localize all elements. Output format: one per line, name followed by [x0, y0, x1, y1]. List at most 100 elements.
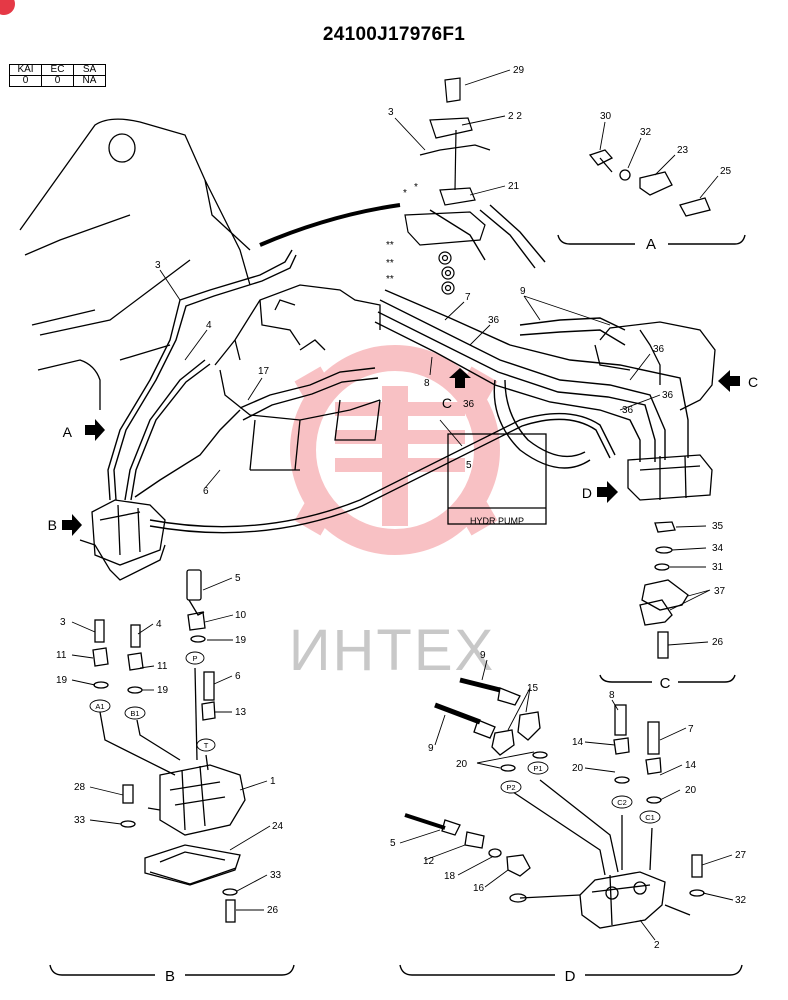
callout-double-star-3: **: [386, 274, 394, 285]
callout-16: 16: [473, 883, 485, 894]
rev-value-sa: NA: [73, 75, 106, 87]
callout-33-a: 33: [74, 815, 86, 826]
reference-arrows: [62, 368, 740, 536]
callout-36-b: 36: [653, 344, 665, 355]
callout-5-d: 5: [390, 838, 396, 849]
callout-24: 24: [272, 821, 284, 832]
callout-27: 27: [735, 850, 747, 861]
view-c-label: C: [660, 675, 671, 692]
callout-29: 29: [513, 65, 525, 76]
callout-3-main: 3: [155, 260, 161, 271]
callout-23: 23: [677, 145, 689, 156]
callout-37: 37: [714, 586, 726, 597]
drawing-number: 24100J17976F1: [322, 24, 466, 45]
callout-35: 35: [712, 521, 724, 532]
rev-value-ec: 0: [41, 75, 74, 87]
part-number-callouts: 29 2 2 3 21 30 32 23 25 3 4 17 7 36 9 36…: [56, 65, 747, 951]
callout-double-star-1: **: [386, 240, 394, 251]
view-brackets: [49, 234, 746, 976]
callout-6-b: 6: [235, 671, 241, 682]
port-b1-label: B1: [130, 709, 139, 718]
arrow-b-icon: [62, 514, 82, 536]
watermark-text: ИНТЕХ: [289, 618, 495, 683]
view-b-parts: [92, 569, 246, 923]
port-a1-label: A1: [95, 702, 104, 711]
callout-31: 31: [712, 562, 724, 573]
port-t-label: T: [204, 741, 209, 750]
ref-c2-label: C: [442, 395, 452, 411]
arrow-d-icon: [597, 481, 618, 503]
callout-3-b: 3: [60, 617, 66, 628]
arrow-c2-icon: [449, 368, 471, 388]
callout-17: 17: [258, 366, 270, 377]
callout-3-top: 3: [388, 107, 394, 118]
callout-32-d: 32: [735, 895, 747, 906]
callout-12: 12: [423, 856, 435, 867]
callout-25: 25: [720, 166, 732, 177]
callout-13: 13: [235, 707, 247, 718]
callout-36-d: 36: [622, 405, 634, 416]
clamp-assembly-main: [404, 77, 491, 295]
main-assembly: [19, 118, 716, 581]
callout-19-b3: 19: [157, 685, 169, 696]
callout-double-star-2: **: [386, 258, 394, 269]
callout-10: 10: [235, 610, 247, 621]
view-a-parts: [588, 149, 711, 217]
callout-33-b: 33: [270, 870, 282, 881]
callout-11-a: 11: [56, 650, 67, 661]
hose-lines: [107, 204, 689, 534]
callout-36-a: 36: [488, 315, 500, 326]
port-c2-label: C2: [617, 798, 627, 807]
callout-19-b2: 19: [56, 675, 68, 686]
callout-7-main: 7: [465, 292, 471, 303]
callout-36-c: 36: [662, 390, 674, 401]
port-ovals: [89, 651, 661, 824]
callout-2: 2: [654, 940, 660, 951]
callout-star-2: *: [414, 182, 418, 193]
callout-34: 34: [712, 543, 724, 554]
arrow-c-icon: [718, 370, 740, 392]
callout-4-b: 4: [156, 619, 162, 630]
callout-1: 1: [270, 776, 276, 787]
callout-14-a: 14: [572, 737, 584, 748]
callout-8-d: 8: [609, 690, 615, 701]
callout-7-d: 7: [688, 724, 694, 735]
callout-14-b: 14: [685, 760, 697, 771]
view-d-parts: [404, 677, 705, 929]
ref-a-label: A: [63, 424, 73, 440]
view-a-label: A: [646, 236, 656, 253]
callout-19-b1: 19: [235, 635, 247, 646]
hydr-pump-label: HYDR PUMP: [470, 516, 524, 526]
callout-9-d2: 9: [428, 743, 434, 754]
callout-star-1: *: [403, 188, 407, 199]
callout-21: 21: [508, 181, 520, 192]
callout-20-a: 20: [456, 759, 468, 770]
arrow-a-icon: [85, 419, 105, 441]
callout-30: 30: [600, 111, 612, 122]
callout-36-e: 36: [463, 399, 475, 410]
corner-marker-icon: [0, 0, 15, 15]
callout-15: 15: [527, 683, 539, 694]
callout-22: 2 2: [508, 111, 522, 122]
callout-5-b: 5: [235, 573, 241, 584]
callout-32-top: 32: [640, 127, 652, 138]
leader-lines: [71, 69, 734, 941]
ref-c-label: C: [748, 374, 758, 390]
callout-20-b: 20: [572, 763, 584, 774]
port-p2-label: P2: [506, 783, 515, 792]
callout-26-b: 26: [267, 905, 279, 916]
callout-4-main: 4: [206, 320, 212, 331]
ref-b-label: B: [48, 517, 57, 533]
port-p-label: P: [192, 654, 197, 663]
port-p1-label: P1: [533, 764, 542, 773]
revision-table: KAI EC SA 0 0 NA: [9, 64, 106, 87]
callout-18: 18: [444, 871, 456, 882]
view-d-label: D: [565, 968, 576, 985]
port-c1-label: C1: [645, 813, 655, 822]
callout-26-c: 26: [712, 637, 724, 648]
callout-20-c: 20: [685, 785, 697, 796]
watermark-logo: [290, 345, 500, 555]
callout-8-main: 8: [424, 378, 430, 389]
callout-28: 28: [74, 782, 86, 793]
